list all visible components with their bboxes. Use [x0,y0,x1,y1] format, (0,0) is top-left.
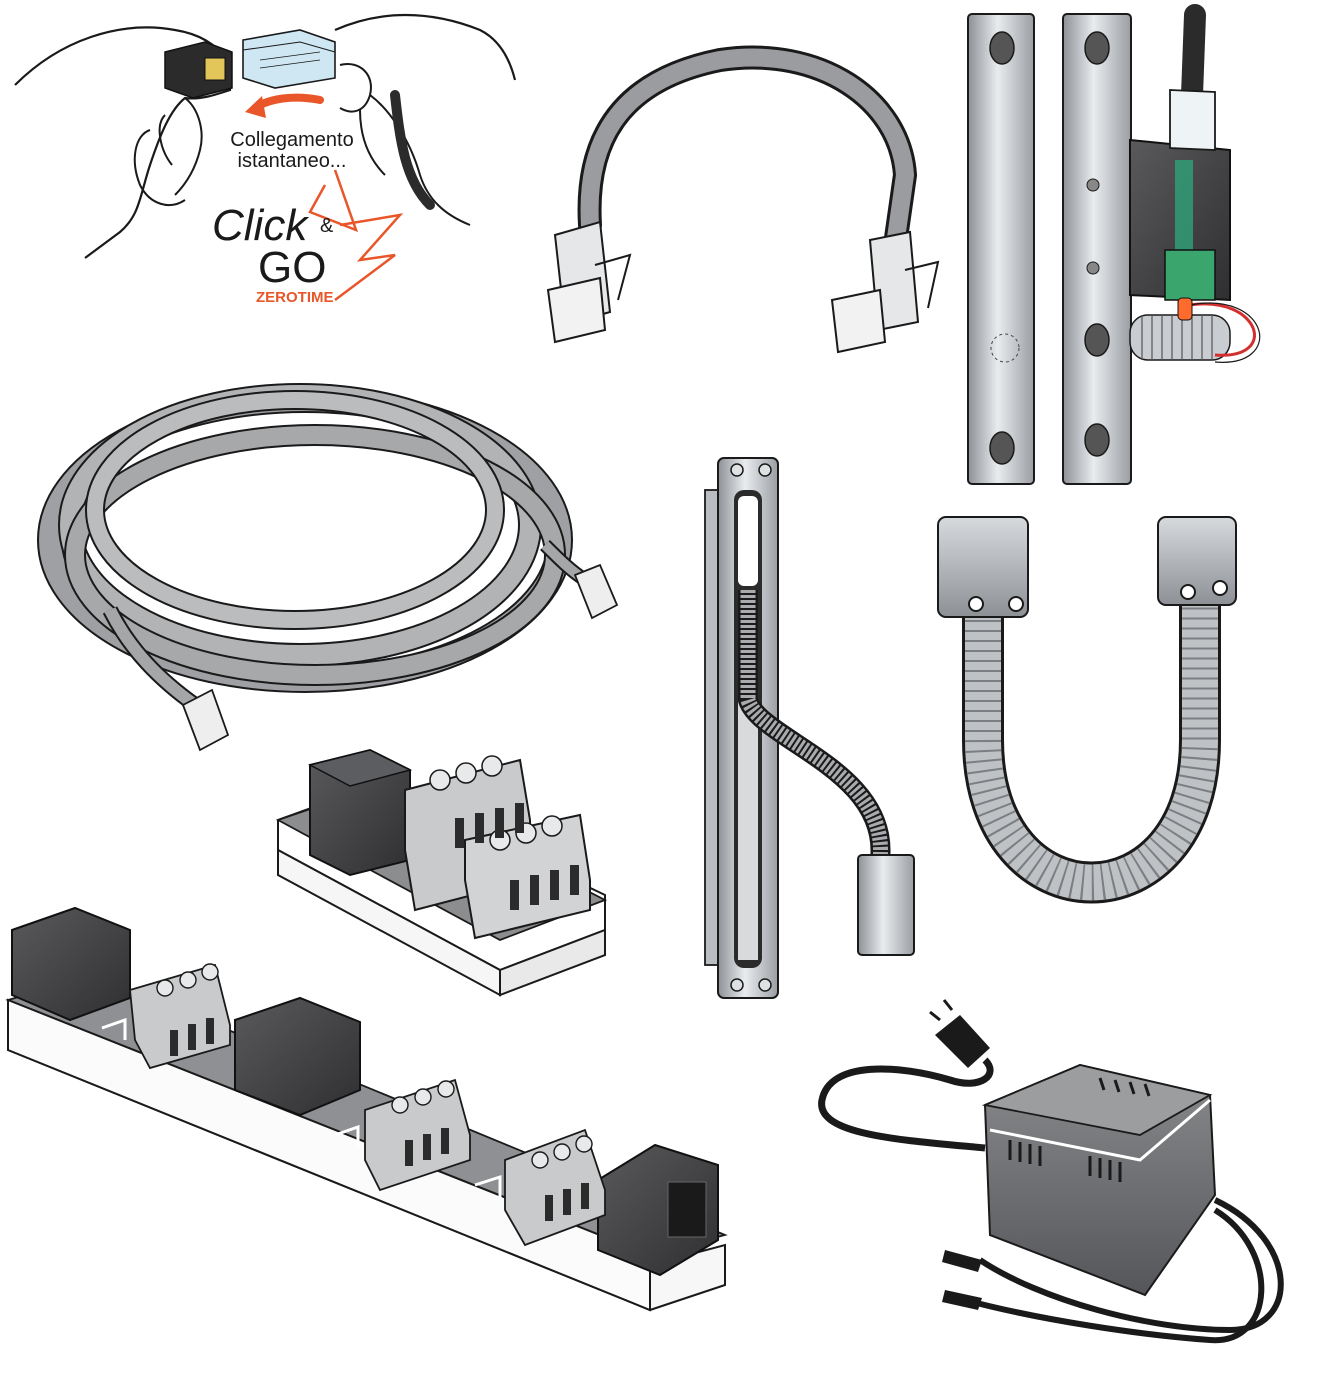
terminal-adapter-board-icon [275,748,608,997]
click-go-logo [308,169,404,301]
logo-word-go: GO [258,243,326,292]
door-cable-channel-icon [704,457,915,999]
hands-plugging-connector-icon [14,13,517,259]
logo-brand: ZEROTIME [256,289,334,306]
short-flat-cable-icon [546,45,940,354]
armoured-door-loop-icon [937,516,1237,904]
caption-line-2: istantaneo... [237,150,347,172]
connection-caption: Collegamento istantaneo... [222,130,362,172]
distribution-board-icon [5,906,728,1312]
power-supply-adapter-icon [818,999,1284,1344]
caption-line-1: Collegamento [230,129,354,151]
electric-lock-bolt-icon [967,4,1261,485]
logo-ampersand: & [320,215,334,237]
click-go-logo-text: Click & GO ZEROTIME [212,201,334,306]
logo-word-click: Click [212,201,309,250]
coiled-flat-cable-icon [37,383,619,752]
arrow-icon [245,93,324,118]
